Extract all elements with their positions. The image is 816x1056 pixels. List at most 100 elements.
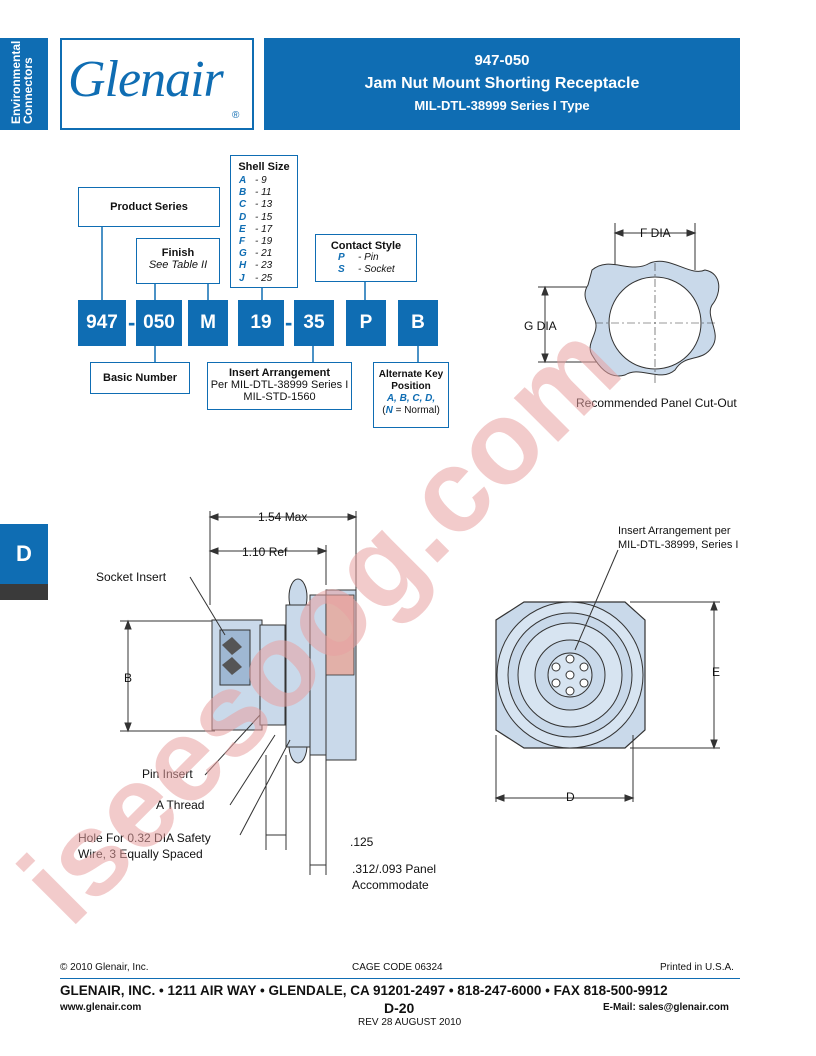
logo-registered-mark: ® <box>232 110 240 121</box>
pin-insert-label: Pin Insert <box>142 767 193 781</box>
product-series-box: Product Series <box>78 187 220 227</box>
pn-series: 947 <box>78 300 126 346</box>
shell-size-value: - 11 <box>255 187 272 199</box>
panel-accommodate-line2: Accommodate <box>352 878 429 892</box>
part-title: 947-050 <box>474 52 530 69</box>
product-title: Jam Nut Mount Shorting Receptacle <box>364 75 640 92</box>
shell-size-value: - 15 <box>255 211 273 223</box>
section-tab-d: D <box>0 524 48 584</box>
front-view-drawing <box>494 549 720 802</box>
contact-style-code: S <box>338 264 345 276</box>
alternate-key-normal-text: = Normal <box>395 405 437 416</box>
shell-size-value: - 17 <box>255 223 273 235</box>
panel-cutout-caption: Recommended Panel Cut-Out <box>576 396 737 410</box>
max-length-label: 1.54 Max <box>258 510 308 524</box>
shell-size-code: H <box>239 260 247 272</box>
shell-size-item: E - 17 <box>239 224 297 236</box>
basic-number-box: Basic Number <box>90 362 190 394</box>
f-dia-label: F DIA <box>640 226 671 240</box>
footer-address: GLENAIR, INC. • 1211 AIR WAY • GLENDALE,… <box>60 983 668 998</box>
footer-email[interactable]: E-Mail: sales@glenair.com <box>603 1002 729 1013</box>
alternate-key-normal-row: (N = Normal) <box>382 405 440 416</box>
shell-size-item: A - 9 <box>239 175 297 187</box>
contact-style-title: Contact Style <box>330 240 402 252</box>
contact-style-item: S - Socket <box>338 264 416 276</box>
basic-number-label: Basic Number <box>103 372 177 384</box>
contact-style-code: P <box>338 252 345 263</box>
a-thread-label: A Thread <box>156 798 205 812</box>
footer-printed: Printed in U.S.A. <box>660 962 734 973</box>
shell-size-code: G <box>239 248 247 260</box>
shell-size-value: - 25 <box>255 272 273 284</box>
finish-box: Finish See Table II <box>136 238 220 284</box>
safety-hole-line1: Hole For 0.32 DIA Safety <box>78 831 211 845</box>
finish-subtitle: See Table II <box>148 259 208 271</box>
footer-revision: REV 28 AUGUST 2010 <box>358 1017 462 1028</box>
product-subtitle: MIL-DTL-38999 Series I Type <box>414 98 590 113</box>
panel-accommodate-line1: .312/.093 Panel <box>352 862 437 876</box>
dim-125-label: .125 <box>350 835 374 849</box>
shell-size-item: F - 19 <box>239 236 297 248</box>
shell-size-value: - 19 <box>255 236 273 248</box>
shell-size-title: Shell Size <box>238 161 290 173</box>
contact-style-item: P - Pin <box>338 252 416 264</box>
shell-size-code: D <box>239 211 247 223</box>
ref-length-label: 1.10 Ref <box>242 545 288 559</box>
footer-page-number: D-20 <box>384 1000 415 1016</box>
shell-size-item: D - 15 <box>239 212 297 224</box>
shell-size-value: - 9 <box>255 175 267 186</box>
pn-finish: M <box>188 300 228 346</box>
shell-size-code: B <box>239 187 247 199</box>
shell-size-item: J - 25 <box>239 273 297 285</box>
g-dia-label: G DIA <box>524 319 557 333</box>
alternate-key-title2: Position <box>391 381 431 392</box>
shell-size-item: G - 21 <box>239 248 297 260</box>
e-dimension-label: E <box>712 665 721 679</box>
alternate-key-title1: Alternate Key <box>378 369 444 380</box>
shell-size-code: J <box>239 272 245 284</box>
shell-size-item: H - 23 <box>239 260 297 272</box>
footer-divider <box>60 978 740 979</box>
insert-arrangement-box: Insert Arrangement Per MIL-DTL-38999 Ser… <box>207 362 352 410</box>
insert-arrangement-line1: Per MIL-DTL-38999 Series I <box>210 379 349 391</box>
pn-key-position: B <box>398 300 438 346</box>
contact-style-name: - Pin <box>358 252 379 263</box>
shell-size-item: C - 13 <box>239 199 297 211</box>
shell-size-value: - 13 <box>255 199 273 211</box>
front-insert-line1: Insert Arrangement per <box>618 525 731 537</box>
part-number-connectors <box>101 226 419 362</box>
product-series-label: Product Series <box>110 201 188 213</box>
finish-title: Finish <box>161 247 195 259</box>
contact-style-name: - Socket <box>358 264 395 276</box>
pn-contact-style: P <box>346 300 386 346</box>
shell-size-code: E <box>239 223 246 235</box>
section-tab-shadow <box>0 584 48 600</box>
pn-dash-2: - <box>285 310 293 335</box>
side-tab <box>0 38 48 130</box>
alternate-key-codes: A, B, C, D, <box>386 393 436 404</box>
pn-insert-arrangement: 35 <box>294 300 334 346</box>
shell-size-item: B - 11 <box>239 187 297 199</box>
title-bar: 947-050 Jam Nut Mount Shorting Receptacl… <box>264 38 740 130</box>
shell-size-code: C <box>239 199 247 211</box>
pn-basic-number: 050 <box>136 300 182 346</box>
logo-box <box>60 38 254 130</box>
d-dimension-label: D <box>566 790 575 804</box>
socket-insert-label: Socket Insert <box>96 570 167 584</box>
safety-hole-line2: Wire, 3 Equally Spaced <box>78 847 203 861</box>
shell-size-code: F <box>239 236 246 248</box>
shell-size-box: Shell Size A - 9 B - 11 C - 13 D - 15 E - 17 F - 19… <box>230 155 298 288</box>
shell-size-code: A <box>239 175 247 186</box>
footer-website[interactable]: www.glenair.com <box>60 1002 142 1013</box>
insert-arrangement-title: Insert Arrangement <box>228 367 331 379</box>
insert-arrangement-line2: MIL-STD-1560 <box>243 391 316 403</box>
shell-size-value: - 23 <box>255 260 273 272</box>
pn-dash-1: - <box>128 310 136 335</box>
panel-cutout-drawing <box>538 223 720 383</box>
shell-size-value: - 21 <box>255 248 273 260</box>
alternate-key-normal-code: N <box>385 405 393 416</box>
footer-copyright: © 2010 Glenair, Inc. <box>60 962 149 973</box>
